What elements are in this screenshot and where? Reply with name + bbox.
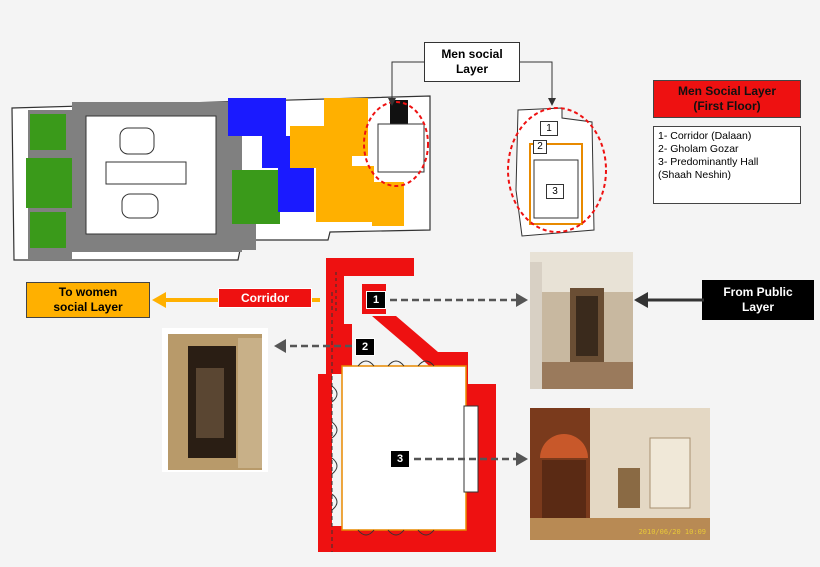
badge-2: 2 bbox=[355, 338, 375, 356]
small-plan-number-2: 2 bbox=[533, 140, 547, 154]
badge-3: 3 bbox=[390, 450, 410, 468]
legend-item: 1- Corridor (Dalaan) bbox=[658, 130, 752, 142]
corridor-label: Corridor bbox=[218, 288, 312, 308]
small-plan-number-3: 3 bbox=[546, 184, 564, 199]
photo-corridor bbox=[530, 252, 633, 389]
legend-item: 3- Predominantly Hall bbox=[658, 156, 759, 168]
site-plan bbox=[11, 95, 431, 261]
photo-timestamp: 2010/06/20 10:09 bbox=[638, 528, 706, 536]
from-public-layer-label: From Public Layer bbox=[702, 280, 814, 320]
legend-item: 2- Gholam Gozar bbox=[658, 143, 739, 155]
callout-connector bbox=[388, 61, 556, 106]
photo-hall: 2010/06/20 10:09 bbox=[530, 408, 710, 540]
men-social-layer-label: Men social Layer bbox=[424, 42, 520, 82]
photo-gholam-gozar bbox=[162, 328, 268, 472]
detail-plan bbox=[318, 258, 496, 552]
highlight-ellipse-large bbox=[363, 101, 429, 187]
first-floor-title: Men Social Layer (First Floor) bbox=[653, 80, 801, 118]
legend-list: 1- Corridor (Dalaan) 2- Gholam Gozar 3- … bbox=[653, 126, 801, 204]
to-women-social-layer-label: To women social Layer bbox=[26, 282, 150, 318]
small-plan-number-1: 1 bbox=[540, 121, 558, 136]
legend-item: (Shaah Neshin) bbox=[658, 169, 731, 181]
arrow-right-icon bbox=[634, 292, 704, 308]
badge-1: 1 bbox=[366, 291, 386, 309]
